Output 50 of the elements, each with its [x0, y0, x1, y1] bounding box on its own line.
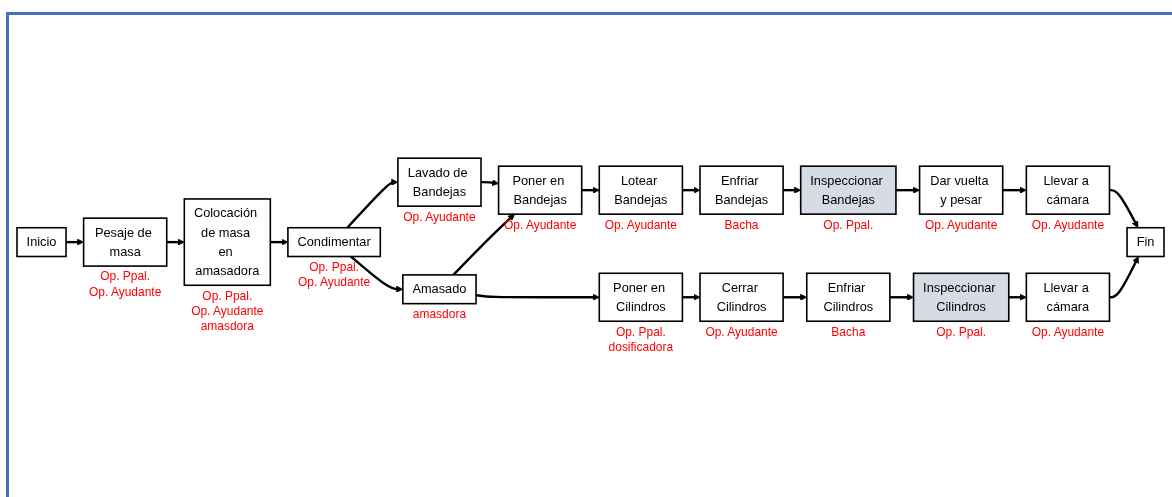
node-box: Inicio	[16, 226, 67, 258]
node-box: Inspeccionar Cilindros	[912, 272, 1010, 323]
role-label: Op. Ppal.	[615, 324, 666, 339]
node-box: Enfriar Cilindros	[805, 272, 891, 323]
role-label: Op. Ppal.	[936, 324, 987, 339]
role-label: Op. Ayudante	[403, 209, 476, 224]
arrow	[1002, 186, 1027, 194]
node-box: Inspeccionar Bandejas	[799, 165, 897, 215]
arrow	[166, 238, 185, 246]
role-label: dosificadora	[608, 339, 674, 354]
role-label: Op. Ppal.	[823, 217, 874, 232]
role-label: Op. Ayudante	[504, 217, 577, 232]
node-box: Poner en Cilindros	[598, 272, 684, 323]
role-label: Bacha	[724, 217, 759, 232]
node-box: Lavado de Bandejas	[397, 157, 482, 207]
role-label: Op. Ayudante	[1031, 324, 1105, 339]
node-box: Dar vuelta y pesar	[918, 165, 1004, 215]
role-label: Op. Ayudante	[925, 217, 998, 232]
node-box: Poner en Bandejas	[497, 165, 583, 215]
node-box: Cerrar Cilindros	[699, 272, 784, 323]
node-box: Fin	[1126, 226, 1165, 258]
arrow	[481, 179, 499, 187]
node-box: Enfriar Bandejas	[699, 165, 784, 215]
arrow	[895, 186, 920, 194]
role-label: Op. Ayudante	[604, 217, 677, 232]
node-box: Condimentar	[287, 226, 382, 258]
role-label: Op. Ayudante	[1031, 217, 1105, 232]
arrow	[581, 186, 600, 194]
node-box: Llevar a cámara	[1025, 165, 1111, 215]
node-box: Amasado	[402, 274, 477, 305]
arrow	[1109, 256, 1139, 299]
arrow	[1008, 293, 1027, 301]
arrow	[783, 186, 801, 194]
role-label: Op. Ppal.	[100, 269, 151, 284]
role-label: Op. Ayudante	[705, 324, 778, 339]
node-box: Colocación de masa en amasadora	[183, 198, 272, 287]
arrow	[1109, 188, 1139, 229]
node-box: Llevar a cámara	[1025, 272, 1111, 323]
role-label: Op. Ppal.	[202, 288, 253, 303]
role-label: Op. Ayudante	[297, 275, 371, 290]
node-box: Pesaje de masa	[82, 217, 168, 267]
arrow	[452, 213, 515, 276]
role-label: Bacha	[831, 324, 866, 339]
arrow	[889, 293, 914, 301]
role-label: Op. Ayudante	[191, 303, 264, 318]
node-box: Lotear Bandejas	[598, 165, 684, 215]
role-label: amasdora	[200, 319, 254, 334]
role-label: Op. Ayudante	[89, 284, 162, 299]
role-label: amasdora	[412, 307, 467, 322]
role-label: Op. Ppal.	[309, 259, 360, 274]
